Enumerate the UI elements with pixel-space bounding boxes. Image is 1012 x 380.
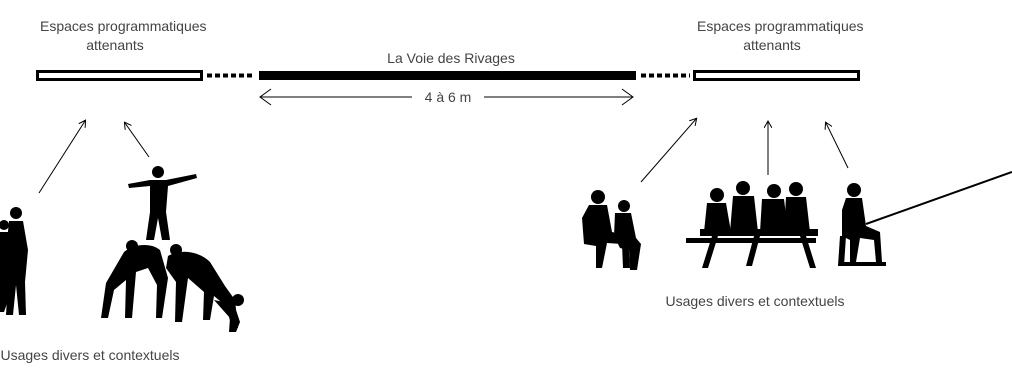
right-zone-label-line1: Espaces programmatiques [697,18,864,34]
arrow-left-2 [125,123,150,158]
left-zone-label-line2: attenants [86,37,144,53]
left-zone-label-line1: Espaces programmatiques [40,18,207,34]
right-program-space-bar [693,70,860,81]
acrobatic-pyramid-silhouette-icon [101,166,244,332]
usage-arrows [38,119,849,194]
arrow-right-3 [826,123,849,169]
left-usage-label: Usages divers et contextuels [0,347,180,363]
right-zone-label: Espaces programmatiques attenants [697,17,864,55]
seated-person-chair-silhouette-icon [838,183,886,266]
right-usage-label: Usages divers et contextuels [665,293,845,309]
arrow-left-1 [38,121,85,194]
path-label: La Voie des Rivages [387,50,515,66]
seated-people-silhouette-icon [582,190,641,270]
left-program-space-bar [36,70,203,81]
arrow-right-1 [640,119,696,183]
width-label: 4 à 6 m [425,89,472,105]
width-dimension [259,88,634,106]
left-zone-label: Espaces programmatiques attenants [40,17,207,55]
picnic-table-group-silhouette-icon [686,181,818,268]
main-path-bar [259,71,636,80]
right-zone-label-line2: attenants [743,37,801,53]
standing-people-silhouette-icon [0,207,28,315]
fishing-line [865,171,1012,225]
